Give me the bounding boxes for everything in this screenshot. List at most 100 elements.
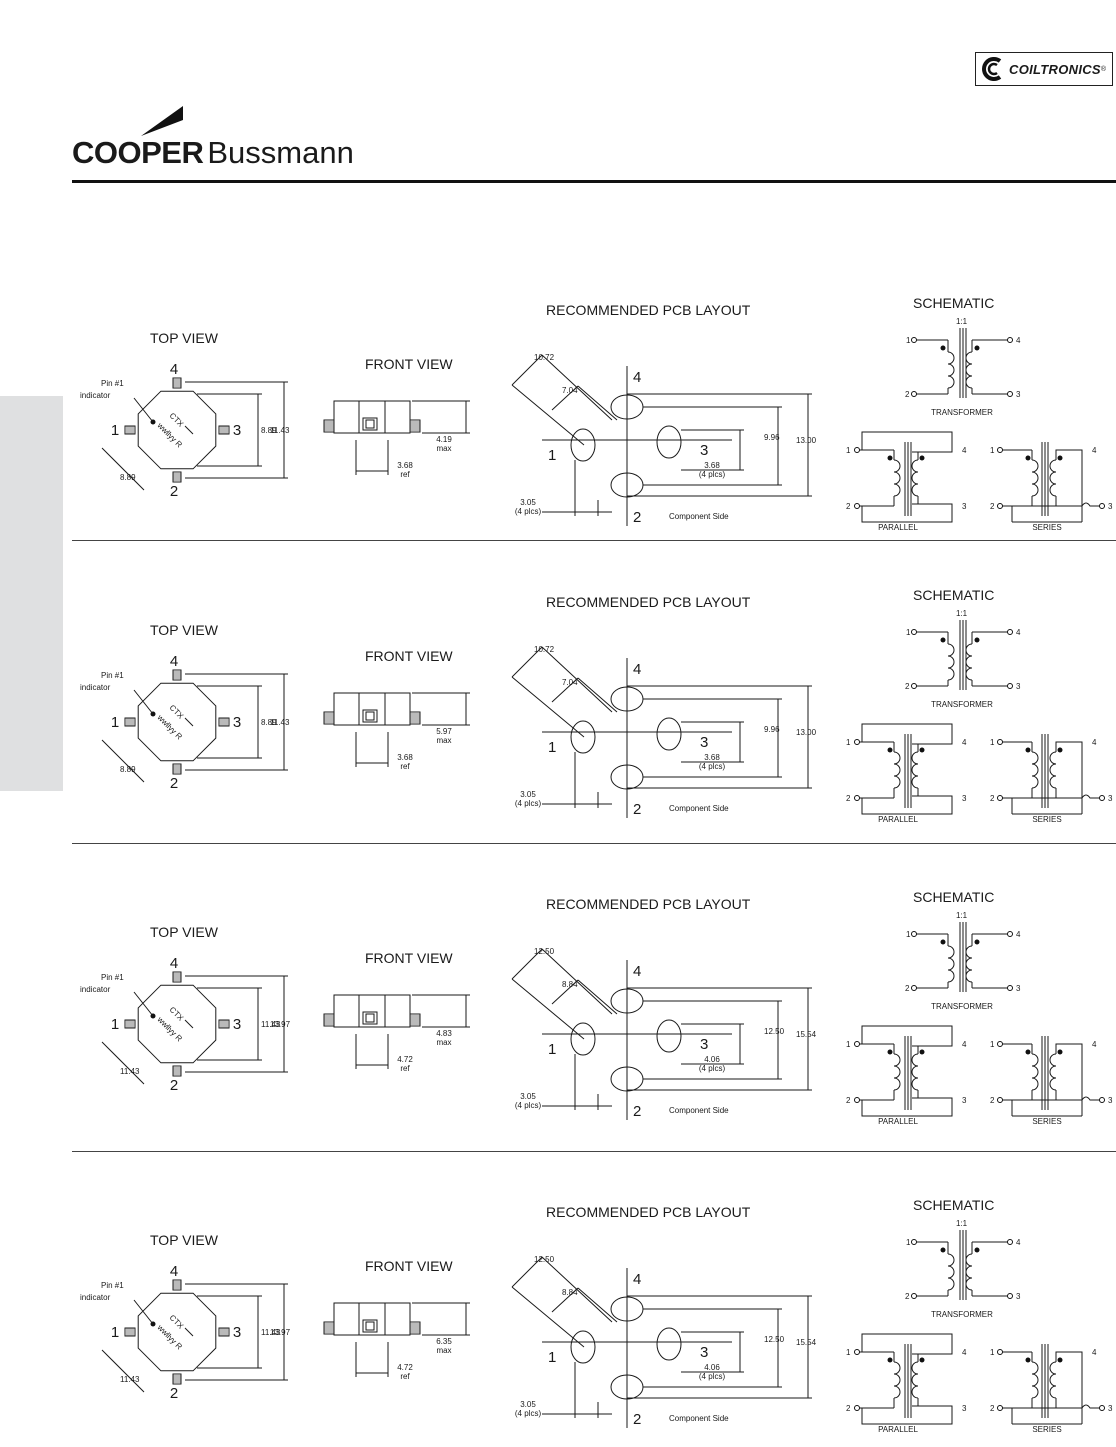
parallel-pin-4: 4	[962, 1348, 967, 1357]
brand-regular: Bussmann	[207, 135, 354, 170]
series-terminal-3	[1099, 795, 1105, 801]
parallel-dot	[919, 1357, 925, 1363]
terminal-4	[1007, 931, 1013, 937]
pcb-dim-diagonal-inner: 8.84	[562, 980, 578, 989]
primary-polarity-dot	[940, 637, 946, 643]
parallel-pin-4: 4	[962, 446, 967, 455]
coiltronics-logo-text: COILTRONICS	[1009, 61, 1101, 77]
parallel-pin-1: 1	[846, 446, 851, 455]
pcb-pin-1-label: 1	[548, 447, 556, 464]
series-dot	[1057, 455, 1063, 461]
transformer-secondary-coil	[965, 1253, 973, 1291]
front-left-pad	[323, 1321, 335, 1335]
pin-2-label: 2	[170, 1077, 178, 1094]
pcb-dim-pad-width-note: (4 plcs)	[515, 1101, 542, 1110]
pcb-dim-diagonal-outer: 10.72	[534, 645, 555, 654]
parallel-bottom-wire	[861, 503, 953, 523]
terminal-3	[1007, 683, 1013, 689]
front-center-tab	[362, 417, 378, 431]
terminal-2	[911, 391, 917, 397]
marking-ctx: CTX	[168, 1313, 186, 1331]
pcb-dim-overall: 15.54	[796, 1030, 817, 1039]
parallel-secondary-coil	[911, 1053, 919, 1091]
pin-indicator-leader	[133, 991, 154, 1017]
front-right-pad	[409, 419, 421, 433]
series-wire	[1012, 1351, 1083, 1409]
component-front-outline	[333, 994, 411, 1028]
series-terminal-3	[1099, 1097, 1105, 1103]
series-pin-1: 1	[990, 1040, 995, 1049]
series-dot	[1025, 1049, 1031, 1055]
front-height-note: max	[436, 444, 451, 453]
pcb-dim-pad-spacing: 9.96	[764, 433, 780, 442]
transformer-secondary-coil	[965, 945, 973, 983]
front-pad-width: 4.72	[397, 1055, 413, 1064]
coiltronics-swirl-icon	[982, 57, 1002, 81]
parallel-top-wire	[861, 1333, 953, 1355]
series-pin-4: 4	[1092, 738, 1097, 747]
parallel-pin-1: 1	[846, 1348, 851, 1357]
outer-dimension: 13.97	[270, 1020, 291, 1029]
secondary-polarity-dot	[974, 637, 980, 643]
transformer-secondary-coil	[965, 643, 973, 681]
front-center-tab	[362, 1319, 378, 1333]
pin-4-label: 4	[170, 653, 178, 670]
pin-4-label: 4	[170, 955, 178, 972]
front-center-tab-inner	[365, 1013, 375, 1023]
parallel-dot	[887, 1049, 893, 1055]
series-terminal-3	[1099, 1405, 1105, 1411]
pcb-pin-2-label: 2	[633, 1103, 641, 1120]
marking-dash	[184, 717, 194, 727]
pcb-dim-pad-length: 3.68	[704, 753, 720, 762]
pcb-pin-1-label: 1	[548, 1349, 556, 1366]
pin-1-label: 1	[111, 1324, 119, 1341]
front-center-tab	[362, 709, 378, 723]
pin-4-pad	[172, 377, 182, 389]
parallel-primary-coil	[893, 1053, 901, 1091]
series-secondary-coil	[1049, 1361, 1057, 1399]
side-tab	[0, 396, 63, 791]
component-top-outline	[137, 984, 217, 1064]
dimension-line	[511, 354, 543, 386]
pin-4-pad	[172, 1279, 182, 1291]
pin-indicator-label: indicator	[80, 391, 111, 400]
component-front-outline	[333, 692, 411, 726]
front-center-tab-inner	[365, 711, 375, 721]
pcb-pad-3	[656, 425, 682, 459]
parallel-dot	[887, 747, 893, 753]
dimension-line	[577, 979, 618, 1015]
pcb-dim-pad-length-note: (4 plcs)	[699, 1064, 726, 1073]
parallel-pin-2: 2	[846, 1404, 851, 1413]
front-center-tab	[362, 1011, 378, 1025]
pcb-pin-2-label: 2	[633, 509, 641, 526]
pin-3-label: 3	[233, 1016, 241, 1033]
transformer-label: TRANSFORMER	[931, 1310, 993, 1319]
pcb-dim-pad-spacing: 9.96	[764, 725, 780, 734]
parallel-bottom-wire	[861, 795, 953, 815]
outer-dimension: 11.43	[270, 718, 290, 727]
parallel-terminal-1	[854, 447, 860, 453]
pin-indicator-label: indicator	[80, 985, 111, 994]
pin-3-pad	[218, 1327, 230, 1337]
pcb-pad-1	[570, 720, 596, 754]
schematic-pin-3: 3	[1016, 1292, 1021, 1301]
schematic-title: SCHEMATIC	[913, 587, 994, 603]
pcb-dim-pad-length-note: (4 plcs)	[699, 1372, 726, 1381]
pcb-dim-pad-width-note: (4 plcs)	[515, 507, 542, 516]
schematic-ratio: 1:1	[956, 317, 968, 326]
schematic-pin-2: 2	[905, 682, 910, 691]
terminal-4	[1007, 337, 1013, 343]
series-secondary-coil	[1049, 1053, 1057, 1091]
front-view-title: FRONT VIEW	[365, 1258, 453, 1274]
parallel-pin-2: 2	[846, 794, 851, 803]
series-primary-coil	[1031, 751, 1039, 789]
parallel-terminal-1	[854, 1349, 860, 1355]
diagonal-dimension: 11.43	[120, 1067, 140, 1076]
parallel-dot	[887, 455, 893, 461]
parallel-bottom-wire	[861, 1097, 953, 1117]
front-height: 6.35	[436, 1337, 452, 1346]
series-secondary-coil	[1049, 459, 1057, 497]
pin-indicator-leader	[133, 689, 154, 715]
series-dot	[1057, 1357, 1063, 1363]
